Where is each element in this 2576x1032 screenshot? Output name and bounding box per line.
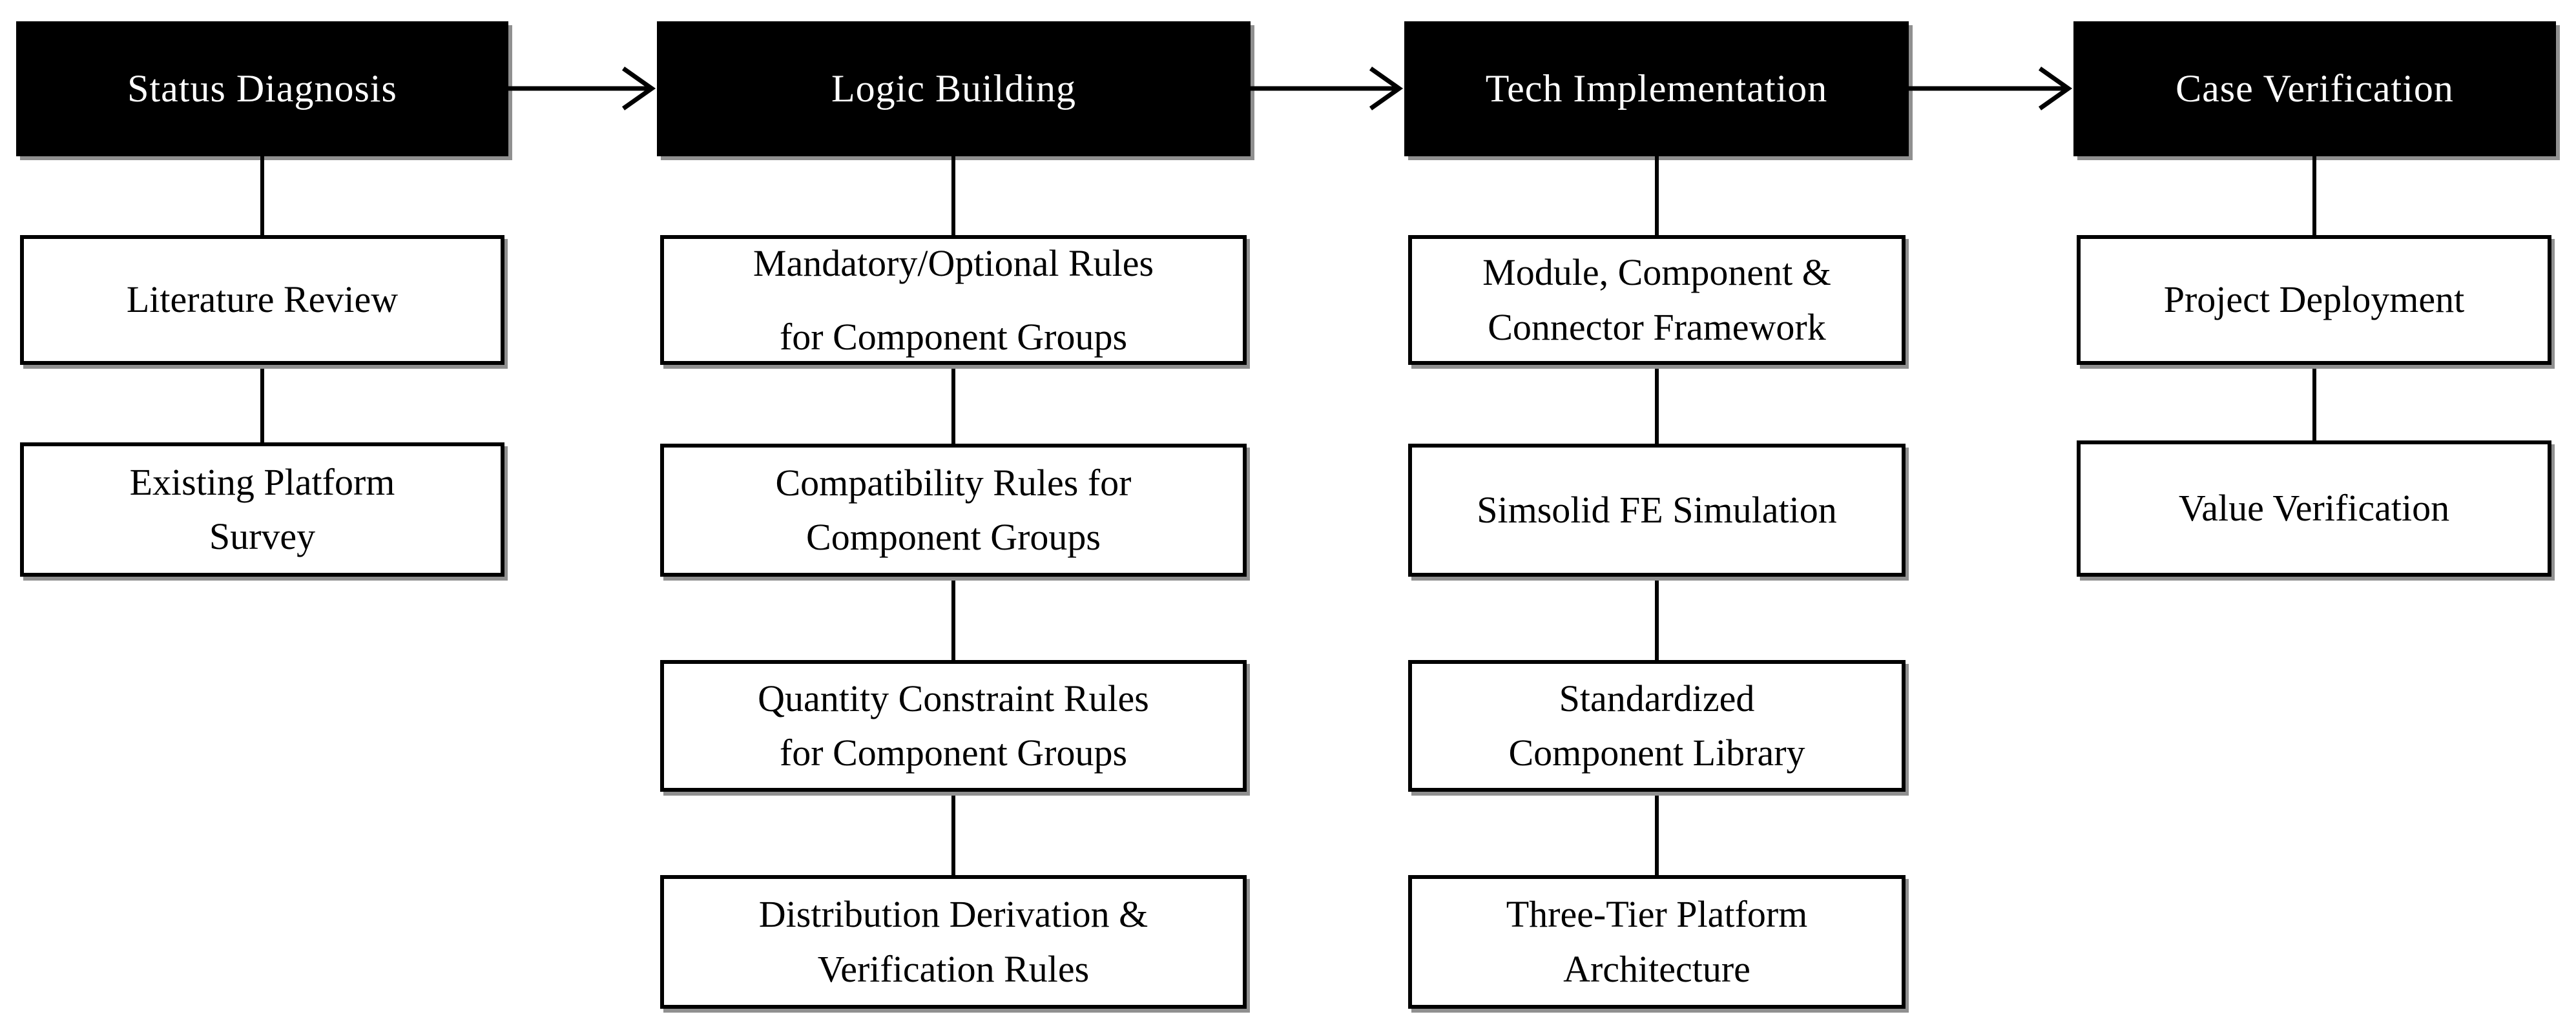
box-label-line: Component Groups	[806, 516, 1101, 558]
vertical-connector	[951, 156, 955, 235]
box-existing-platform-survey: Existing Platform Survey	[20, 442, 504, 577]
box-label-line: Standardized	[1559, 677, 1755, 719]
vertical-connector	[1655, 577, 1659, 660]
box-label-line: Survey	[209, 515, 316, 557]
box-label-line: Component Library	[1508, 732, 1805, 774]
box-label-line: Compatibility Rules for	[775, 461, 1132, 504]
vertical-connector	[1655, 792, 1659, 875]
box-label-line: for Component Groups	[779, 315, 1128, 358]
box-label-line: Existing Platform	[129, 460, 395, 503]
stage-header-tech-implementation: Tech Implementation	[1404, 21, 1909, 156]
box-label-line: Literature Review	[126, 278, 399, 321]
box-label-line: Project Deployment	[2163, 278, 2465, 321]
arrow-right-icon	[1909, 67, 2073, 110]
box-compatibility-rules: Compatibility Rules for Component Groups	[660, 444, 1247, 577]
vertical-connector	[951, 792, 955, 875]
box-project-deployment: Project Deployment	[2077, 235, 2551, 365]
stage-header-status-diagnosis: Status Diagnosis	[16, 21, 508, 156]
vertical-connector	[2312, 365, 2316, 440]
stage-header-label: Status Diagnosis	[127, 67, 397, 110]
vertical-connector	[2312, 156, 2316, 235]
box-label-line: Mandatory/Optional Rules	[753, 242, 1154, 285]
vertical-connector	[1655, 365, 1659, 444]
vertical-connector	[1655, 156, 1659, 235]
box-label-line: Value Verification	[2178, 487, 2450, 530]
arrow-right-icon	[1251, 67, 1404, 110]
box-label-line: Verification Rules	[817, 947, 1090, 990]
box-label-line: Connector Framework	[1488, 305, 1826, 348]
stage-header-label: Logic Building	[831, 67, 1076, 110]
arrow-right-icon	[508, 67, 656, 110]
box-distribution-derivation-rules: Distribution Derivation & Verification R…	[660, 875, 1247, 1009]
stage-header-case-verification: Case Verification	[2073, 21, 2556, 156]
stage-header-label: Case Verification	[2176, 67, 2454, 110]
box-module-component-connector-framework: Module, Component & Connector Framework	[1408, 235, 1906, 365]
box-quantity-constraint-rules: Quantity Constraint Rules for Component …	[660, 660, 1247, 792]
box-label-line: Quantity Constraint Rules	[758, 677, 1149, 719]
box-literature-review: Literature Review	[20, 235, 504, 365]
box-label-line: Simsolid FE Simulation	[1477, 488, 1837, 531]
box-three-tier-platform-architecture: Three-Tier Platform Architecture	[1408, 875, 1906, 1009]
stage-header-label: Tech Implementation	[1485, 67, 1828, 110]
vertical-connector	[260, 156, 264, 235]
box-label-line: Architecture	[1563, 947, 1750, 990]
box-simsolid-fe-simulation: Simsolid FE Simulation	[1408, 444, 1906, 577]
box-label-line: Distribution Derivation &	[758, 893, 1148, 936]
box-mandatory-optional-rules: Mandatory/Optional Rules for Component G…	[660, 235, 1247, 365]
box-value-verification: Value Verification	[2077, 440, 2551, 577]
box-label-line: for Component Groups	[779, 732, 1128, 774]
vertical-connector	[951, 365, 955, 444]
box-label-line: Module, Component &	[1482, 251, 1831, 294]
stage-header-logic-building: Logic Building	[657, 21, 1251, 156]
vertical-connector	[260, 365, 264, 442]
box-standardized-component-library: Standardized Component Library	[1408, 660, 1906, 792]
box-label-line: Three-Tier Platform	[1506, 893, 1808, 936]
vertical-connector	[951, 577, 955, 660]
